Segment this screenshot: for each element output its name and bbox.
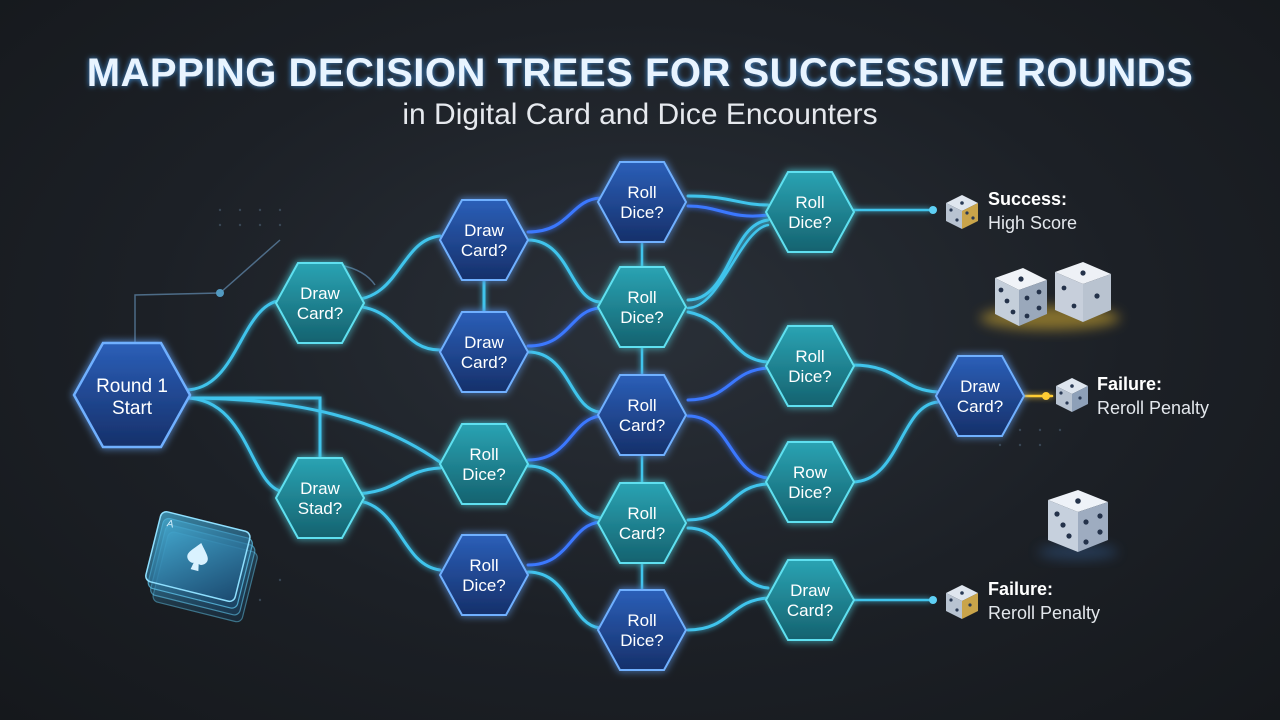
- node-roll-dice-r3e[interactable]: Roll Dice?: [596, 589, 688, 671]
- node-label: Dice?: [462, 465, 505, 484]
- outcome-success-title: Success:: [988, 189, 1067, 209]
- edge-endpoints: [929, 206, 1050, 604]
- outcome-success-detail: High Score: [988, 213, 1077, 233]
- node-roll-dice-r4a[interactable]: Roll Dice?: [764, 171, 856, 253]
- node-roll-dice-r2d[interactable]: Roll Dice?: [438, 534, 530, 616]
- svg-text:A: A: [166, 518, 175, 530]
- node-label: Dice?: [620, 631, 663, 650]
- node-roll-dice-r3b[interactable]: Roll Dice?: [596, 266, 688, 348]
- page-title: MAPPING DECISION TREES FOR SUCCESSIVE RO…: [87, 51, 1194, 95]
- node-label: Roll: [469, 445, 498, 464]
- node-label: Draw: [464, 333, 504, 352]
- node-label: Card?: [619, 416, 665, 435]
- page-subtitle: in Digital Card and Dice Encounters: [402, 98, 877, 131]
- node-roll-card-r3c[interactable]: Roll Card?: [596, 374, 688, 456]
- node-label: Roll: [627, 396, 656, 415]
- outcome-success: Success: High Score: [988, 189, 1077, 233]
- node-label: Card?: [461, 241, 507, 260]
- node-label: Dice?: [620, 308, 663, 327]
- node-label: Roll: [469, 556, 498, 575]
- node-row-dice-r4c[interactable]: Row Dice?: [764, 441, 856, 523]
- node-draw-card-r1[interactable]: Draw Card?: [274, 262, 366, 344]
- node-label: Roll: [627, 611, 656, 630]
- node-label: Draw: [464, 221, 504, 240]
- die-icon: [946, 195, 978, 229]
- node-label: Card?: [787, 601, 833, 620]
- node-draw-card-r2b[interactable]: Draw Card?: [438, 311, 530, 393]
- node-label: Dice?: [620, 203, 663, 222]
- node-label: Dice?: [788, 483, 831, 502]
- playing-cards-icon: A: [145, 511, 258, 623]
- node-label: Dice?: [788, 213, 831, 232]
- node-label: Round 1: [96, 376, 168, 397]
- dice-pair-icon: [980, 262, 1120, 330]
- die-icon: [1056, 378, 1088, 412]
- outcome-failure-title: Failure:: [988, 579, 1053, 599]
- node-label: Row: [793, 463, 828, 482]
- outcome-failure-bottom: Failure: Reroll Penalty: [988, 579, 1100, 623]
- node-label: Card?: [461, 353, 507, 372]
- node-label: Start: [112, 398, 153, 419]
- node-label: Roll: [795, 347, 824, 366]
- outcome-failure-title: Failure:: [1097, 374, 1162, 394]
- die-icon: [946, 585, 978, 619]
- nodes: Round 1 Start Draw Card? Draw Stad? Draw…: [72, 161, 1026, 671]
- outcome-failure-detail: Reroll Penalty: [1097, 398, 1209, 418]
- node-roll-card-r3d[interactable]: Roll Card?: [596, 482, 688, 564]
- outcome-failure-detail: Reroll Penalty: [988, 603, 1100, 623]
- node-label: Roll: [627, 183, 656, 202]
- node-label: Card?: [957, 397, 1003, 416]
- node-label: Draw: [960, 377, 1000, 396]
- node-label: Dice?: [462, 576, 505, 595]
- node-label: Roll: [627, 504, 656, 523]
- node-draw-card-r4d[interactable]: Draw Card?: [764, 559, 856, 641]
- node-label: Roll: [627, 288, 656, 307]
- outcome-failure-middle: Failure: Reroll Penalty: [1097, 374, 1209, 418]
- node-draw-card-r2a[interactable]: Draw Card?: [438, 199, 530, 281]
- node-label: Card?: [619, 524, 665, 543]
- node-label: Dice?: [788, 367, 831, 386]
- node-label: Card?: [297, 304, 343, 323]
- node-roll-dice-r3a[interactable]: Roll Dice?: [596, 161, 688, 243]
- node-label: Draw: [300, 479, 340, 498]
- node-draw-stad-r1[interactable]: Draw Stad?: [274, 457, 366, 539]
- die-icon: [1038, 490, 1118, 560]
- node-label: Draw: [790, 581, 830, 600]
- node-round-1-start[interactable]: Round 1 Start: [72, 341, 192, 449]
- node-label: Draw: [300, 284, 340, 303]
- node-label: Roll: [795, 193, 824, 212]
- node-roll-dice-r4b[interactable]: Roll Dice?: [764, 325, 856, 407]
- node-roll-dice-r2c[interactable]: Roll Dice?: [438, 423, 530, 505]
- node-label: Stad?: [298, 499, 342, 518]
- node-draw-card-r5[interactable]: Draw Card?: [934, 355, 1026, 437]
